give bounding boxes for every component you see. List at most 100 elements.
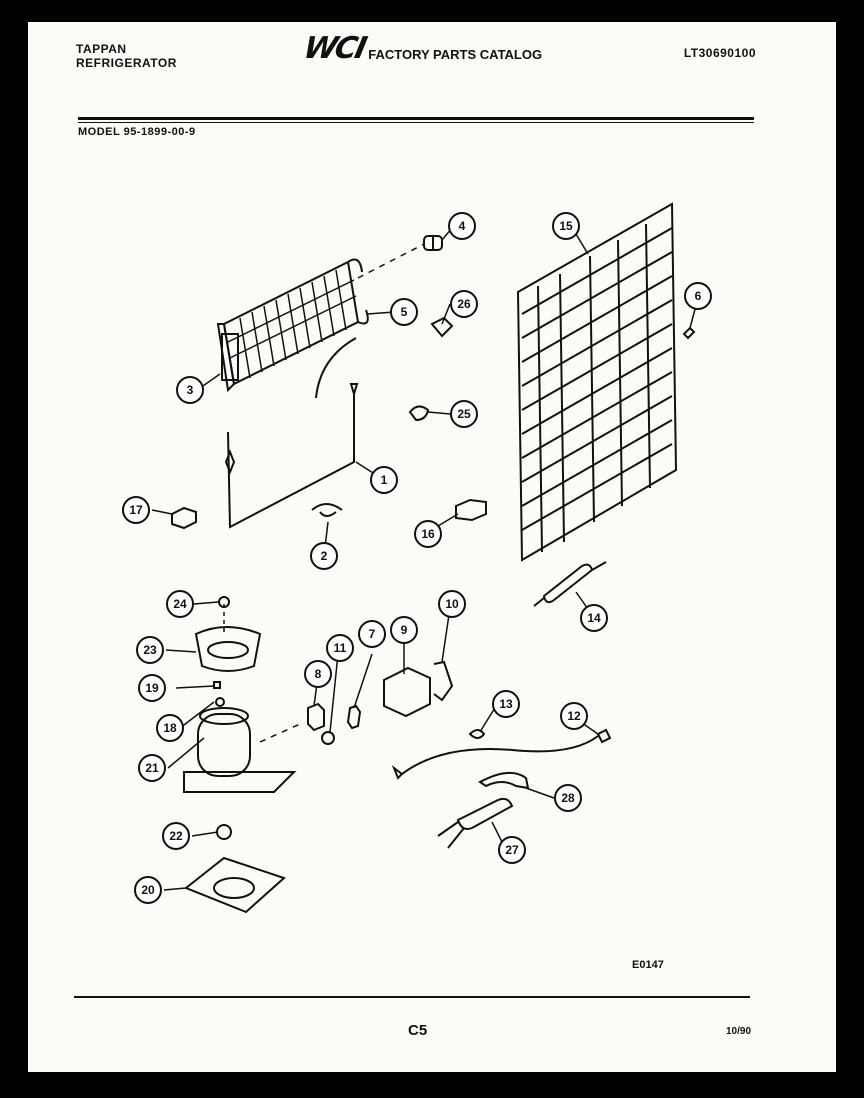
base-part-20 bbox=[184, 856, 286, 914]
callout-26: 26 bbox=[450, 290, 478, 318]
svg-text:2: 2 bbox=[321, 549, 328, 563]
svg-text:21: 21 bbox=[145, 761, 159, 775]
filter-drier-part bbox=[533, 561, 607, 607]
washer-part-18 bbox=[215, 697, 225, 707]
svg-text:5: 5 bbox=[401, 305, 408, 319]
issue-date: 10/90 bbox=[726, 1026, 752, 1037]
page-number: C5 bbox=[408, 1022, 428, 1039]
callout-18: 18 bbox=[156, 714, 184, 742]
power-cord-part-12 bbox=[401, 735, 599, 775]
bracket-part-28 bbox=[478, 771, 530, 790]
callout-11: 11 bbox=[326, 634, 354, 662]
callout-5: 5 bbox=[390, 298, 418, 326]
svg-text:23: 23 bbox=[143, 643, 157, 657]
callout-12: 12 bbox=[560, 702, 588, 730]
svg-text:7: 7 bbox=[369, 627, 376, 641]
callout-24: 24 bbox=[166, 590, 194, 618]
screw-part-6 bbox=[682, 326, 696, 340]
svg-text:12: 12 bbox=[567, 709, 581, 723]
svg-text:20: 20 bbox=[141, 883, 155, 897]
svg-text:16: 16 bbox=[421, 527, 435, 541]
svg-text:3: 3 bbox=[187, 383, 194, 397]
tray-part-23 bbox=[194, 626, 262, 672]
callout-4: 4 bbox=[448, 212, 476, 240]
callout-23: 23 bbox=[136, 636, 164, 664]
clip-part-26 bbox=[430, 316, 454, 338]
svg-text:28: 28 bbox=[561, 791, 575, 805]
callout-9: 9 bbox=[390, 616, 418, 644]
clip-part-25 bbox=[408, 405, 430, 422]
callout-2: 2 bbox=[310, 542, 338, 570]
compressor-part-21 bbox=[197, 713, 251, 777]
callout-3: 3 bbox=[176, 376, 204, 404]
nut-part-24 bbox=[218, 596, 230, 608]
svg-text:24: 24 bbox=[173, 597, 187, 611]
callout-8: 8 bbox=[304, 660, 332, 688]
compressor-assembly bbox=[183, 596, 301, 914]
svg-text:19: 19 bbox=[145, 681, 159, 695]
clip-part-19 bbox=[213, 681, 221, 689]
figure-reference: E0147 bbox=[632, 959, 664, 971]
callout-20: 20 bbox=[134, 876, 162, 904]
svg-text:26: 26 bbox=[457, 297, 471, 311]
callout-17: 17 bbox=[122, 496, 150, 524]
callout-21: 21 bbox=[138, 754, 166, 782]
callout-14: 14 bbox=[580, 604, 608, 632]
svg-text:14: 14 bbox=[587, 611, 601, 625]
product-type: REFRIGERATOR bbox=[76, 56, 177, 70]
leader-lines bbox=[151, 227, 699, 891]
callout-10: 10 bbox=[438, 590, 466, 618]
capacitor-part-27 bbox=[456, 797, 514, 830]
callout-28: 28 bbox=[554, 784, 582, 812]
bracket-part-16 bbox=[455, 498, 487, 522]
callout-25: 25 bbox=[450, 400, 478, 428]
tube-clip-part bbox=[311, 503, 343, 517]
cap-part-11 bbox=[321, 731, 335, 745]
svg-text:4: 4 bbox=[459, 219, 466, 233]
header-rule-thin bbox=[78, 122, 754, 123]
svg-text:6: 6 bbox=[695, 289, 702, 303]
clip-part-7 bbox=[346, 704, 362, 730]
callout-15: 15 bbox=[552, 212, 580, 240]
svg-text:10: 10 bbox=[445, 597, 459, 611]
strain-relief-part-13 bbox=[468, 729, 486, 739]
svg-text:22: 22 bbox=[169, 829, 183, 843]
callout-16: 16 bbox=[414, 520, 442, 548]
overload-part-8 bbox=[307, 702, 325, 732]
svg-text:8: 8 bbox=[315, 667, 322, 681]
callout-13: 13 bbox=[492, 690, 520, 718]
callout-27: 27 bbox=[498, 836, 526, 864]
evaporator-part bbox=[516, 202, 678, 562]
callout-6: 6 bbox=[684, 282, 712, 310]
catalog-number: LT30690100 bbox=[683, 46, 756, 60]
callout-19: 19 bbox=[138, 674, 166, 702]
grommet-part-22 bbox=[216, 824, 232, 840]
svg-text:25: 25 bbox=[457, 407, 471, 421]
svg-text:9: 9 bbox=[401, 623, 408, 637]
header-rule bbox=[78, 117, 754, 120]
catalog-heading: WCI FACTORY PARTS CATALOG bbox=[300, 31, 543, 66]
svg-text:27: 27 bbox=[505, 843, 519, 857]
grommet-part bbox=[423, 235, 443, 251]
callout-7: 7 bbox=[358, 620, 386, 648]
svg-text:17: 17 bbox=[129, 503, 143, 517]
cord-clip-part-10 bbox=[433, 660, 454, 702]
svg-text:15: 15 bbox=[559, 219, 573, 233]
catalog-title: FACTORY PARTS CATALOG bbox=[368, 47, 543, 62]
svg-text:18: 18 bbox=[163, 721, 177, 735]
drier-tubing-part bbox=[224, 337, 359, 529]
catalog-page: TAPPAN REFRIGERATOR WCI FACTORY PARTS CA… bbox=[28, 22, 836, 1072]
model-number: MODEL 95-1899-00-9 bbox=[78, 126, 196, 138]
callout-22: 22 bbox=[162, 822, 190, 850]
svg-text:13: 13 bbox=[499, 697, 513, 711]
condenser-part bbox=[216, 258, 369, 393]
grommet-part-17 bbox=[171, 506, 197, 530]
brand-block: TAPPAN REFRIGERATOR bbox=[76, 42, 177, 70]
exploded-parts-diagram: 1 2 3 4 5 6 7 8 9 10 11 12 13 14 15 16 1… bbox=[122, 202, 712, 914]
brand-name: TAPPAN bbox=[76, 42, 127, 56]
relay-cover-part-9 bbox=[383, 666, 431, 718]
callout-1: 1 bbox=[370, 466, 398, 494]
footer-rule bbox=[74, 996, 750, 998]
svg-text:11: 11 bbox=[334, 641, 347, 655]
svg-text:1: 1 bbox=[381, 473, 388, 487]
